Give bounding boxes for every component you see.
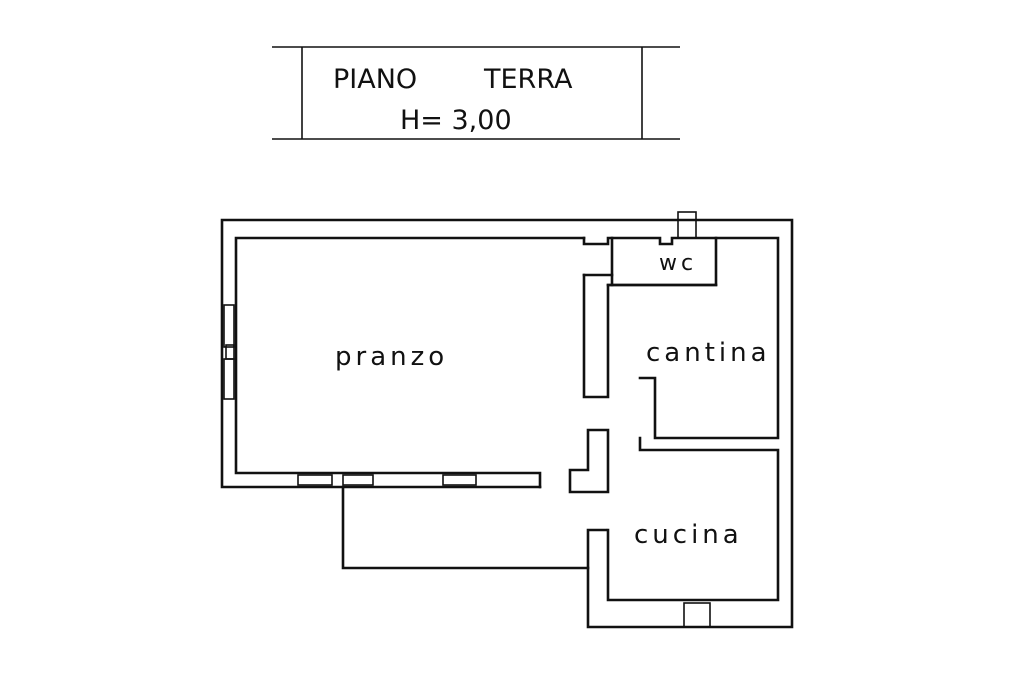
title-block: PIANO TERRA H= 3,00 (272, 46, 680, 140)
title-floor-name-2: TERRA (483, 64, 573, 95)
room-label-cucina: cucina (634, 520, 743, 550)
room-label-wc: wc (659, 251, 697, 276)
title-floor-name: PIANO (333, 64, 417, 95)
windows (223, 211, 711, 628)
interior-walls (568, 236, 780, 602)
room-label-pranzo: pranzo (335, 342, 448, 372)
room-label-cantina: cantina (646, 338, 771, 368)
title-height: H= 3,00 (400, 105, 512, 136)
exterior-walls (220, 218, 794, 629)
